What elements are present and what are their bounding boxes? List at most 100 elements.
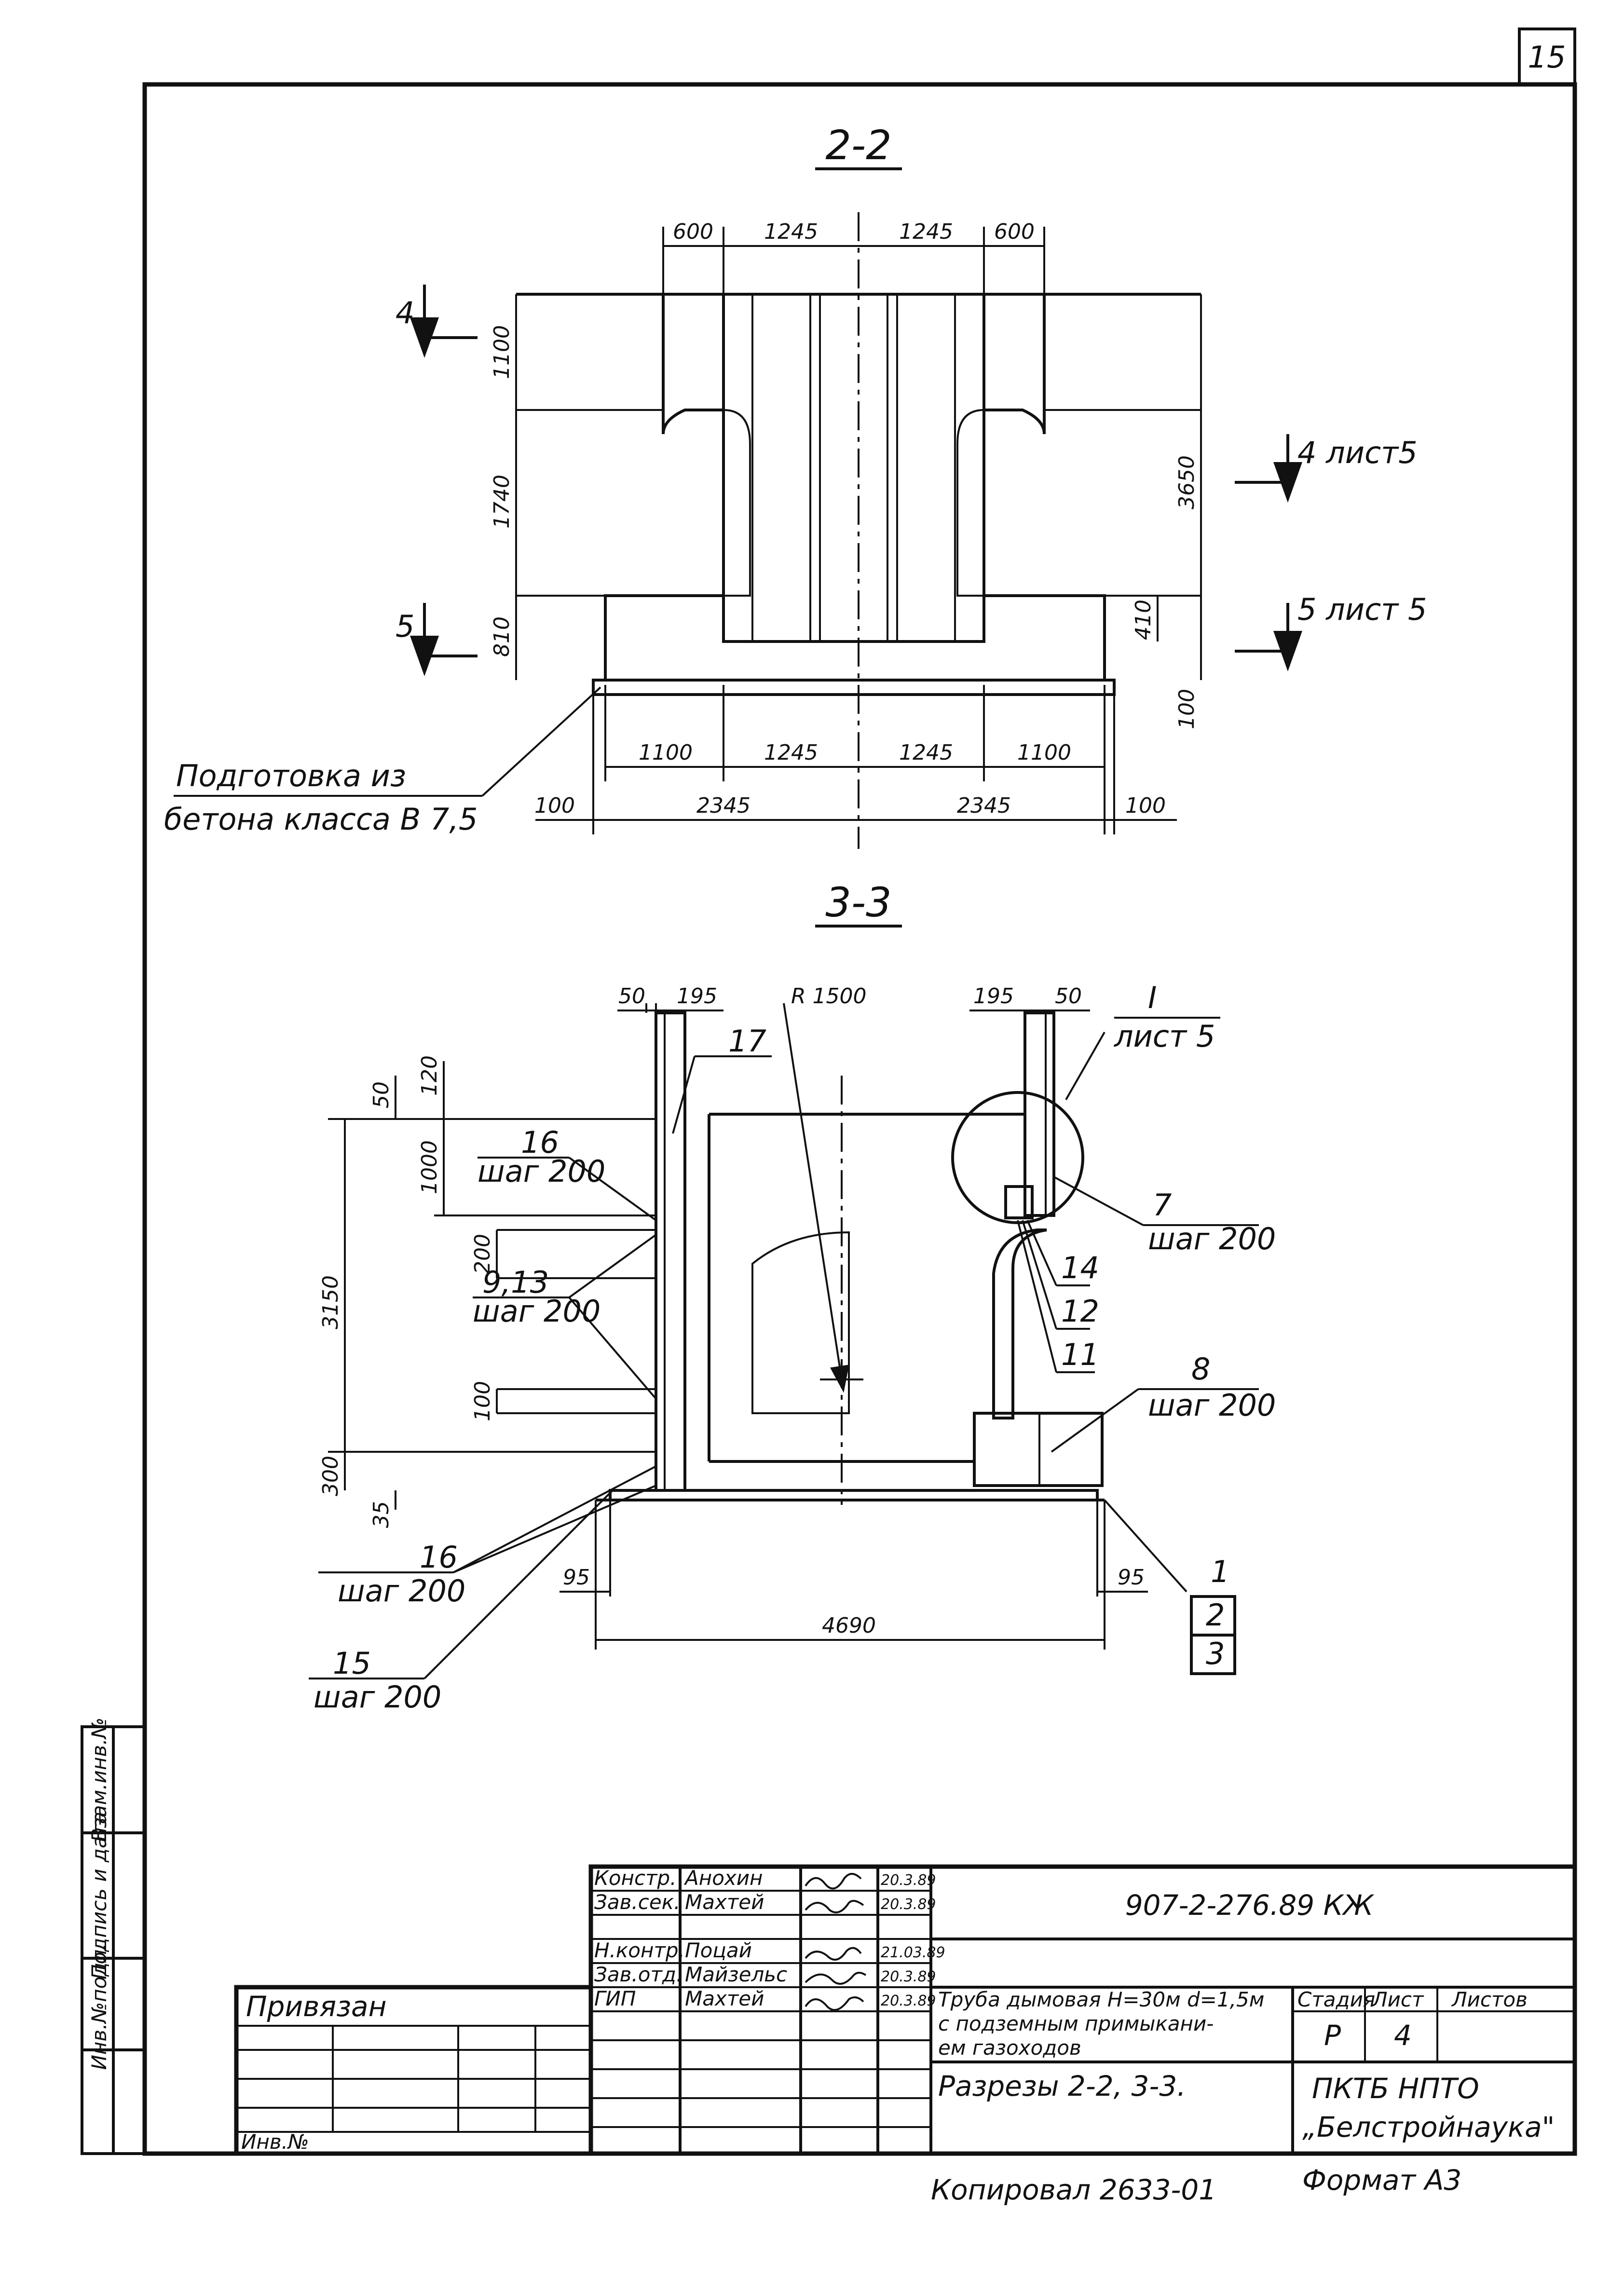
cut-right-top: 4 лист5	[1297, 435, 1418, 470]
dim-4690: 4690	[822, 1613, 876, 1638]
cut-left-bottom: 5	[396, 609, 414, 644]
dim-50-left: 50	[618, 984, 645, 1009]
dim-95-left: 95	[563, 1565, 590, 1590]
dim-1000: 1000	[417, 1140, 442, 1194]
name-5: Махтей	[685, 1987, 764, 2010]
signature-1	[805, 1873, 862, 1890]
dim-2-2-right-100: 100	[1174, 689, 1199, 729]
dim-120: 120	[417, 1055, 442, 1096]
signature-2	[805, 1900, 864, 1913]
callout-913-step: шаг 200	[473, 1294, 600, 1329]
signature-4	[805, 1972, 867, 1985]
org-line2: „Белстройнаука"	[1302, 2111, 1555, 2143]
right-wall	[983, 293, 1046, 435]
title-line1: Труба дымовая Н=30м d=1,5м	[938, 1988, 1264, 2011]
footer-format: Формат А3	[1302, 2164, 1461, 2197]
dim-2-2-right-height: 3650	[1174, 455, 1199, 509]
callout-8-step: шаг 200	[1148, 1388, 1276, 1423]
callout-15-pos: 15	[333, 1646, 371, 1681]
name-2: Махтей	[685, 1890, 764, 1914]
date-4: 20.3.89	[881, 1968, 936, 1985]
left-wall	[662, 293, 725, 435]
callout-16b-pos: 16	[420, 1540, 458, 1575]
prep-label-line1: Подготовка из	[176, 758, 406, 793]
dim-95-right: 95	[1118, 1565, 1145, 1590]
dim-2-2-left-3: 810	[490, 616, 514, 657]
layer-1: 1	[1211, 1554, 1229, 1589]
dim-100: 100	[470, 1381, 495, 1421]
sheet-number-box	[1518, 27, 1576, 86]
title-block: Привязан Инв.№ Констр. Зав.сек. Н.контр.…	[234, 1864, 1577, 2156]
stamp-podpis: Подпись и дата	[87, 1812, 111, 1979]
signature-5	[805, 1996, 864, 2011]
layer-2: 2	[1206, 1597, 1225, 1633]
dim-2-2-bot1-1: 1100	[639, 740, 693, 765]
dim-2-2-top-2: 1245	[764, 219, 818, 244]
date-1: 20.3.89	[881, 1872, 936, 1889]
org-line1: ПКТБ НПТО	[1312, 2072, 1479, 2105]
dim-2-2-top-4: 600	[994, 219, 1035, 244]
dim-200: 200	[470, 1234, 495, 1274]
signature-3	[805, 1947, 862, 1961]
detail-circle-I	[951, 1091, 1084, 1224]
callout-7-step: шаг 200	[1148, 1221, 1276, 1256]
flue-opening	[751, 1231, 850, 1414]
callout-16a-pos: 16	[521, 1125, 559, 1160]
stage-label: Стадия	[1297, 1988, 1375, 2011]
inv-no: Инв.№	[241, 2130, 309, 2154]
role-5: ГИП	[594, 1987, 636, 2010]
name-4: Майзельс	[685, 1963, 787, 1986]
dim-radius: R 1500	[791, 984, 867, 1009]
stamp-inv-podl: Инв.№подл.	[87, 1943, 111, 2070]
sheet-label: Лист	[1371, 1988, 1424, 2011]
dim-2-2-bot1-3: 1245	[899, 740, 953, 765]
sheet-number: 15	[1528, 40, 1566, 75]
title-line2: с подземным примыкани-	[938, 2012, 1214, 2035]
callout-11: 11	[1061, 1337, 1099, 1372]
privyazan: Привязан	[246, 1990, 387, 2023]
base-slab	[604, 594, 1106, 682]
date-3: 21.03.89	[881, 1944, 945, 1961]
callout-I-sheet: лист 5	[1114, 1019, 1215, 1054]
callout-12: 12	[1061, 1294, 1099, 1329]
dim-195-right: 195	[973, 984, 1014, 1009]
date-2: 20.3.89	[881, 1896, 936, 1913]
sheet-value: 4	[1394, 2019, 1412, 2052]
section-2-2: 2-2 600 1245	[164, 122, 1427, 849]
stage-value: Р	[1324, 2019, 1341, 2052]
prep-label-line2: бетона класса В 7,5	[164, 802, 478, 837]
callout-16b-step: шаг 200	[338, 1573, 465, 1609]
dim-2-2-bot2-4: 100	[1125, 793, 1166, 818]
callout-913-pos: 9,13	[482, 1265, 549, 1300]
layer-3: 3	[1206, 1636, 1225, 1671]
side-stamp: Взам.инв.№ Подпись и дата Инв.№подл.	[81, 1718, 146, 2155]
callout-16a-step: шаг 200	[478, 1154, 605, 1189]
dim-2-2-left-2: 1740	[490, 475, 514, 529]
sheet-title: Разрезы 2-2, 3-3.	[938, 2070, 1186, 2102]
dim-2-2-bot2-2: 2345	[696, 793, 751, 818]
cut-right-bottom: 5 лист 5	[1297, 592, 1427, 627]
name-1: Анохин	[683, 1866, 763, 1890]
section-2-2-title: 2-2	[825, 122, 891, 169]
dim-195-left: 195	[677, 984, 717, 1009]
dim-3150: 3150	[318, 1275, 343, 1329]
callout-14: 14	[1061, 1250, 1099, 1285]
dim-2-2-bot1-4: 1100	[1017, 740, 1071, 765]
section-3-3: 3-3 R 1500 I лист 5	[309, 879, 1276, 1715]
concrete-preparation	[592, 679, 1116, 696]
dim-300: 300	[318, 1456, 343, 1496]
role-1: Констр.	[594, 1866, 677, 1890]
dim-2-2-bot2-1: 100	[534, 793, 575, 818]
footer-copied: Копировал 2633-01	[931, 2173, 1216, 2206]
date-5: 20.3.89	[881, 1992, 936, 2009]
dim-2-2-bot2-3: 2345	[957, 793, 1011, 818]
stamp-vzam: Взам.инв.№	[87, 1718, 111, 1842]
wall-left	[655, 1011, 686, 1492]
role-2: Зав.сек.	[594, 1890, 680, 1914]
dim-50-vert: 50	[369, 1081, 394, 1108]
name-3: Поцай	[685, 1938, 752, 1962]
dim-2-2-top-3: 1245	[899, 219, 953, 244]
role-3: Н.контр.	[594, 1938, 685, 1962]
callout-8-pos: 8	[1191, 1351, 1210, 1387]
callout-7-pos: 7	[1153, 1187, 1172, 1223]
